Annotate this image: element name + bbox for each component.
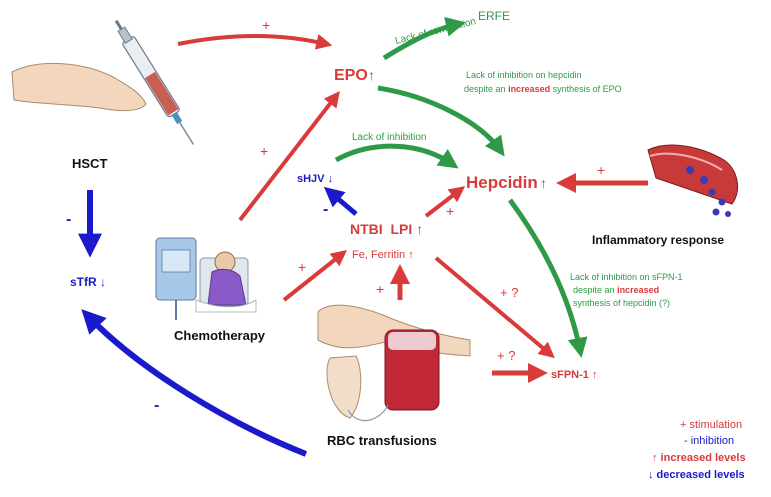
note-epo-line1: Lack of inhibition on hepcidin <box>466 70 582 80</box>
patient-chemotherapy-icon <box>155 237 257 320</box>
arrow-transfusion-to-stfr <box>81 309 308 457</box>
legend-decreased: ↓ decreased levels <box>648 469 745 481</box>
legend: + stimulation - inhibition ↑ increased l… <box>648 419 746 481</box>
label-minus-ntbi-shjv: - <box>323 201 328 218</box>
note-epo-line2: despite an increased synthesis of EPO <box>464 84 622 94</box>
label-plus-inflammatory: + <box>597 162 605 178</box>
node-fe-ferritin: Fe, Ferritin ↑ <box>352 249 414 261</box>
label-minus-transfusion-stfr: - <box>154 397 159 414</box>
arrow-chemo-to-ntbi <box>282 250 348 302</box>
arrow-chemo-to-epo <box>238 90 340 222</box>
blood-vessel-icon <box>647 144 739 217</box>
arrow-hsct-to-epo <box>177 34 333 50</box>
node-hepcidin-arrow: ↑ <box>540 175 547 191</box>
label-plus-transfusion-ntbi: + <box>376 281 384 297</box>
arrow-ntbi-to-hepcidin <box>424 186 466 218</box>
node-chemotherapy: Chemotherapy <box>174 328 266 343</box>
node-epo: EPO <box>334 67 368 84</box>
node-epo-arrow: ↑ <box>368 67 375 83</box>
label-lack-of-inhibition: Lack of inhibition <box>352 132 427 143</box>
node-hsct: HSCT <box>72 156 107 171</box>
node-rbc-transfusions: RBC transfusions <box>327 433 437 448</box>
label-plus-chemo-epo: + <box>260 143 268 159</box>
arrow-ntbi-to-sfpn <box>434 256 555 359</box>
label-plusq-ntbi-sfpn: + ? <box>500 285 518 300</box>
node-inflammatory-response: Inflammatory response <box>592 233 724 247</box>
node-shjv: sHJV ↓ <box>297 173 333 185</box>
node-hepcidin: Hepcidin <box>466 173 538 192</box>
legend-stimulation: + stimulation <box>680 419 742 431</box>
arrow-epo-to-erfe <box>382 16 466 61</box>
label-plus-ntbi-hepcidin: + <box>446 203 454 219</box>
node-erfe: ERFE <box>478 9 510 23</box>
label-minus-hsct-stfr: - <box>66 211 71 228</box>
note-sfpn-line1: Lack of inhibition on sFPN-1 <box>570 272 683 282</box>
arrow-ntbi-to-shjv <box>323 186 358 216</box>
arrow-epo-to-hepcidin <box>377 85 505 157</box>
arrow-shjv-to-hepcidin <box>334 143 459 169</box>
arrow-hepcidin-to-sfpn <box>507 198 588 358</box>
syringe-icon <box>11 19 195 145</box>
label-plusq-transfusion-sfpn: + ? <box>497 348 515 363</box>
label-lack-of-stimulation: Lack of stimulation <box>394 16 477 47</box>
label-plus-hsct-epo: + <box>262 17 270 33</box>
note-sfpn-line2: despite an increased <box>573 285 659 295</box>
legend-inhibition: - inhibition <box>684 435 734 447</box>
node-sfpn1: sFPN-1 ↑ <box>551 369 597 381</box>
note-sfpn-line3: synthesis of hepcidin (?) <box>573 298 670 308</box>
legend-increased: ↑ increased levels <box>652 452 746 464</box>
node-ntbi-lpi: NTBI LPI ↑ <box>350 221 423 237</box>
node-stfr: sTfR ↓ <box>70 275 106 289</box>
label-plus-chemo-ntbi: + <box>298 259 306 275</box>
blood-bag-icon <box>317 304 471 422</box>
